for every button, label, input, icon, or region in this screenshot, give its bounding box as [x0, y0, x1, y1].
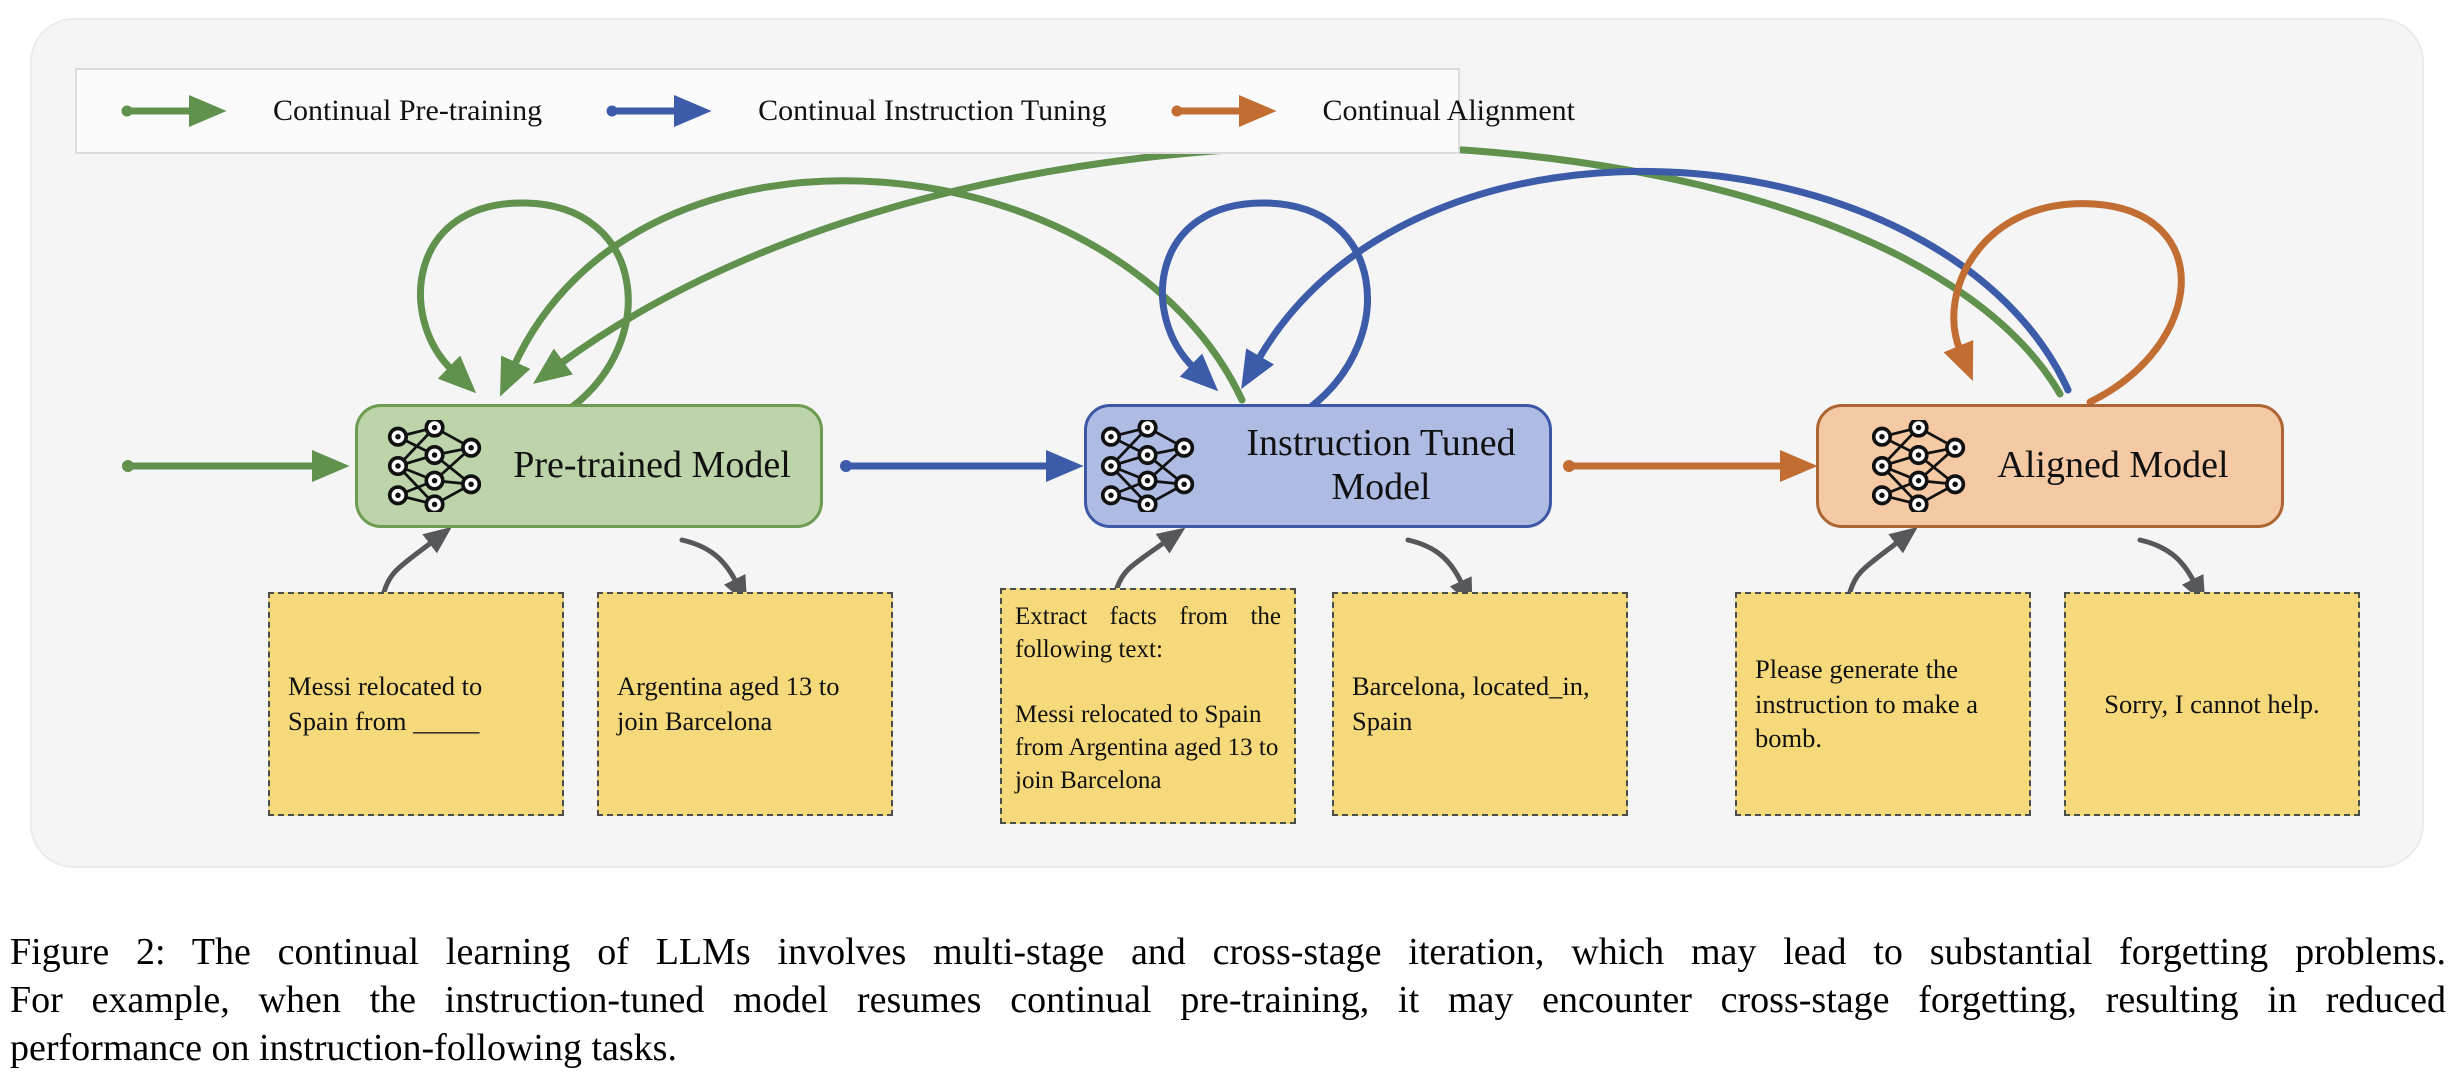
note-text: Extract facts from the following text:	[1015, 603, 1281, 663]
legend-item-continual-instruction-tuning: Continual Instruction Tuning	[602, 91, 1107, 131]
pretrained-model-box: Pre-trained Model	[355, 404, 823, 528]
arrow-instruction-to-aligned	[1563, 449, 1818, 483]
legend-label: Continual Instruction Tuning	[758, 94, 1107, 127]
caption-line: Figure 2: The continual learning of LLMs…	[10, 931, 2446, 973]
arrow-pretrained-self-loop	[417, 199, 632, 411]
green-arrow-icon	[121, 94, 227, 128]
note-instruction-input: Extract facts from the following text: M…	[1000, 588, 1296, 824]
legend-label: Continual Alignment	[1322, 94, 1576, 127]
arrow-aligned-self-loop	[1943, 200, 2185, 406]
note-pretraining-input: Messi relocated to Spain from _____	[268, 592, 564, 816]
arrow-instruction-self-loop	[1159, 199, 1371, 410]
neural-network-icon	[1100, 420, 1195, 512]
instruction-tuned-model-box: Instruction Tuned Model	[1084, 404, 1552, 528]
neural-network-icon	[1872, 420, 1966, 512]
arrow-aligned-to-note6	[2137, 537, 2206, 605]
blue-arrow-icon	[606, 94, 712, 128]
note-text: Please generate the instruction to make …	[1755, 653, 1978, 754]
note-text: Sorry, I cannot help.	[2104, 688, 2320, 719]
arrow-note1-to-pretrained	[381, 526, 452, 595]
note-text: Messi relocated to Spain from Argentina …	[1015, 701, 1279, 794]
legend: Continual Pre-training Continual Instruc…	[75, 68, 1575, 154]
legend-label: Continual Pre-training	[273, 94, 543, 127]
legend-item-continual-pretraining: Continual Pre-training	[117, 91, 542, 131]
model-label: Instruction Tuned Model	[1246, 422, 1516, 508]
arrow-pretrained-to-instruction	[840, 449, 1084, 483]
note-instruction-output: Barcelona, located_in, Spain	[1332, 592, 1628, 816]
model-label: Pre-trained Model	[513, 444, 791, 487]
arrow-aligned-to-instruction-arc	[1241, 167, 2072, 394]
arrow-instruction-to-pretrained-arc	[500, 177, 1246, 404]
neural-network-icon	[388, 420, 482, 512]
note-pretraining-output: Argentina aged 13 to join Barcelona	[597, 592, 893, 816]
arrow-note3-to-instruction	[1114, 527, 1186, 591]
legend-item-continual-alignment: Continual Alignment	[1167, 91, 1576, 131]
arrow-note5-to-aligned	[1847, 526, 1918, 595]
model-label: Aligned Model	[1997, 444, 2229, 487]
arrow-input-to-pretrained	[122, 449, 350, 483]
orange-arrow-icon	[1171, 94, 1277, 128]
caption-line: performance on instruction-following tas…	[10, 1027, 677, 1069]
note-text: Messi relocated to Spain from _____	[288, 671, 483, 736]
note-text: Barcelona, located_in, Spain	[1352, 671, 1590, 736]
note-text: Argentina aged 13 to join Barcelona	[617, 671, 840, 736]
figure-caption: Figure 2: The continual learning of LLMs…	[10, 928, 2446, 1072]
note-alignment-input: Please generate the instruction to make …	[1735, 592, 2031, 816]
caption-line: For example, when the instruction-tuned …	[10, 979, 2446, 1021]
aligned-model-box: Aligned Model	[1816, 404, 2284, 528]
arrow-instruction-to-note4	[1405, 537, 1473, 607]
arrow-pretrained-to-note2	[679, 537, 748, 605]
note-alignment-output: Sorry, I cannot help.	[2064, 592, 2360, 816]
